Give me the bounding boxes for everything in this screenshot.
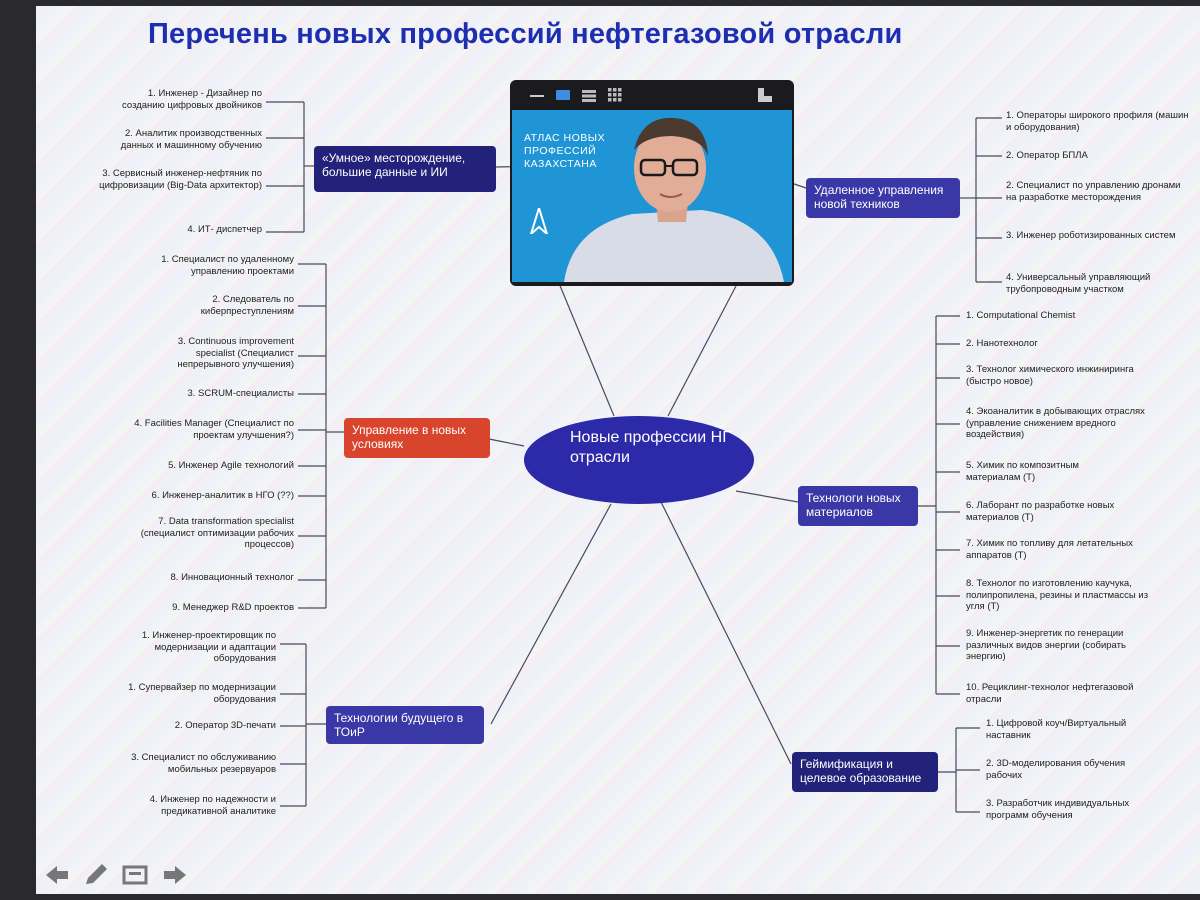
leaf-gamification-3: 3. Разработчик индивидуальных программ о… [986,798,1130,821]
leaf-management-2: 2. Следователь по киберпреступлениям [200,294,294,317]
leaf-materials-6: 6. Лаборант по разработке новых материал… [966,500,1115,523]
leaf-smart-field-3: 3. Сервисный инженер-нефтяник по цифрови… [99,168,262,191]
center-node: Новые профессии НГ отрасли [524,416,754,504]
speaker-view-icon[interactable] [556,90,570,100]
category-gamification: Геймификация и целевое образование [792,752,938,792]
leaf-management-8: 7. Data transformation specialist (специ… [140,516,294,550]
slides-icon[interactable] [122,864,148,886]
leaf-future-tech-2: 1. Супервайзер по модернизации оборудова… [128,682,276,705]
leaf-materials-10: 10. Рециклинг-технолог нефтегазовой отра… [966,682,1134,705]
leaf-future-tech-1: 1. Инженер-проектировщик по модернизации… [141,630,276,664]
speaker-person [564,117,784,282]
leaf-materials-8: 8. Технолог по изготовлению каучука, пол… [966,578,1149,612]
leaf-smart-field-4: 4. ИТ- диспетчер [187,224,262,235]
category-smart-field: «Умное» месторождение, большие данные и … [314,146,496,192]
leaf-smart-field-1: 1. Инженер - Дизайнер по созданию цифров… [122,88,262,111]
leaf-materials-3: 3. Технолог химического инжиниринга (быс… [966,364,1134,387]
leaf-remote-5: 4. Универсальный управляющий трубопровод… [1006,272,1151,295]
leaf-remote-3: 2. Специалист по управлению дронами на р… [1006,180,1181,203]
list-view-icon[interactable] [582,89,596,102]
presentation-slide: Перечень новых профессий нефтегазовой от… [36,6,1200,894]
leaf-management-4: 3. SCRUM-специалисты [187,388,294,399]
leaf-materials-1: 1. Computational Chemist [966,310,1076,321]
leaf-materials-5: 5. Химик по композитным материалам (Т) [966,460,1079,483]
leaf-gamification-2: 2. 3D-моделирования обучения рабочих [986,758,1126,781]
pen-icon[interactable] [82,864,108,886]
atlas-logo-icon [530,208,548,234]
leaf-materials-2: 2. Нанотехнолог [966,338,1038,349]
leaf-management-6: 5. Инженер Agile технологий [168,460,294,471]
category-remote-control: Удаленное управления новой техников [806,178,960,218]
leaf-management-1: 1. Специалист по удаленному управлению п… [161,254,294,277]
minimize-icon[interactable] [530,95,544,97]
leaf-remote-4: 3. Инженер роботизированных систем [1006,230,1176,241]
back-arrow-icon[interactable] [44,864,70,886]
gallery-grid-icon[interactable] [608,88,622,102]
leaf-materials-4: 4. Экоаналитик в добывающих отраслях (уп… [966,406,1145,440]
forward-arrow-icon[interactable] [162,864,188,886]
mindmap-connectors [266,101,1002,813]
leaf-materials-7: 7. Химик по топливу для летательных аппа… [966,538,1133,561]
leaf-management-3: 3. Continuous improvement specialist (Сп… [177,336,294,370]
atlas-logo-text: АТЛАС НОВЫХ ПРОФЕССИЙ КАЗАХСТАНА [524,132,606,170]
leaf-remote-1: 1. Операторы широкого профиля (машин и о… [1006,110,1189,133]
video-toolbar [510,80,794,110]
leaf-management-9: 8. Инновационный технолог [170,572,294,583]
leaf-management-10: 9. Менеджер R&D проектов [172,602,294,613]
category-management: Управление в новых условиях [344,418,490,458]
category-future-tech: Технологии будущего в ТОиР [326,706,484,744]
leaf-management-7: 6. Инженер-аналитик в НГО (??) [151,490,294,501]
video-call-window[interactable]: АТЛАС НОВЫХ ПРОФЕССИЙ КАЗАХСТАНА [510,80,794,286]
leaf-smart-field-2: 2. Аналитик производственных данных и ма… [120,128,262,151]
leaf-future-tech-4: 3. Специалист по обслуживанию мобильных … [131,752,276,775]
slide-title: Перечень новых профессий нефтегазовой от… [148,18,903,50]
category-new-materials: Технологи новых материалов [798,486,918,526]
leaf-materials-9: 9. Инженер-энергетик по генерации различ… [966,628,1126,662]
leaf-future-tech-5: 4. Инженер по надежности и предикативной… [149,794,276,817]
leaf-remote-2: 2. Оператор БПЛА [1006,150,1088,161]
fullscreen-corner-icon[interactable] [758,88,772,102]
leaf-management-5: 4. Facilities Manager (Специалист по про… [134,418,294,441]
video-feed: АТЛАС НОВЫХ ПРОФЕССИЙ КАЗАХСТАНА [512,110,792,282]
leaf-gamification-1: 1. Цифровой коуч/Виртуальный наставник [986,718,1127,741]
leaf-future-tech-3: 2. Оператор 3D-печати [174,720,276,731]
